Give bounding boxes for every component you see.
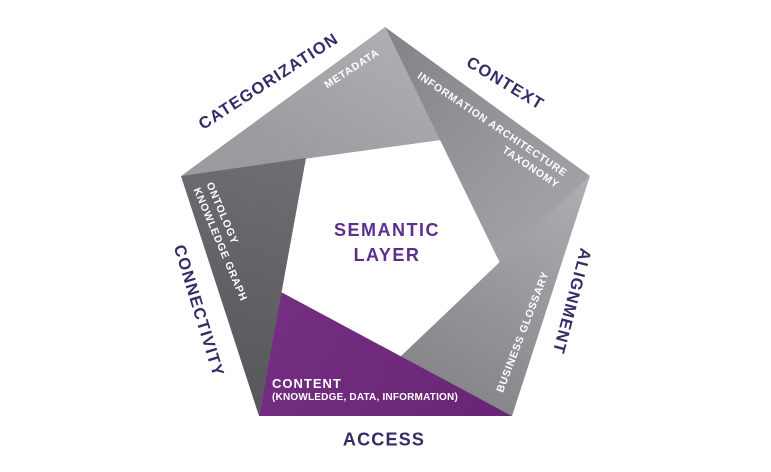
center-title-line2: LAYER (353, 245, 421, 265)
segment-label-content-title: CONTENT (272, 376, 342, 391)
segment-label-content-subtitle: (KNOWLEDGE, DATA, INFORMATION) (272, 392, 458, 403)
blade-content-shape (259, 292, 512, 416)
center-title: SEMANTIC LAYER (334, 218, 440, 268)
blade-metadata-shape (181, 27, 441, 176)
center-title-line1: SEMANTIC (334, 220, 440, 240)
blade-info-arch-shape (385, 27, 590, 263)
blade-ontology-shape (181, 158, 306, 416)
edge-label-access: ACCESS (342, 429, 426, 450)
blade-glossary-shape (400, 176, 590, 416)
segment-label-content: CONTENT (KNOWLEDGE, DATA, INFORMATION) (272, 377, 458, 405)
